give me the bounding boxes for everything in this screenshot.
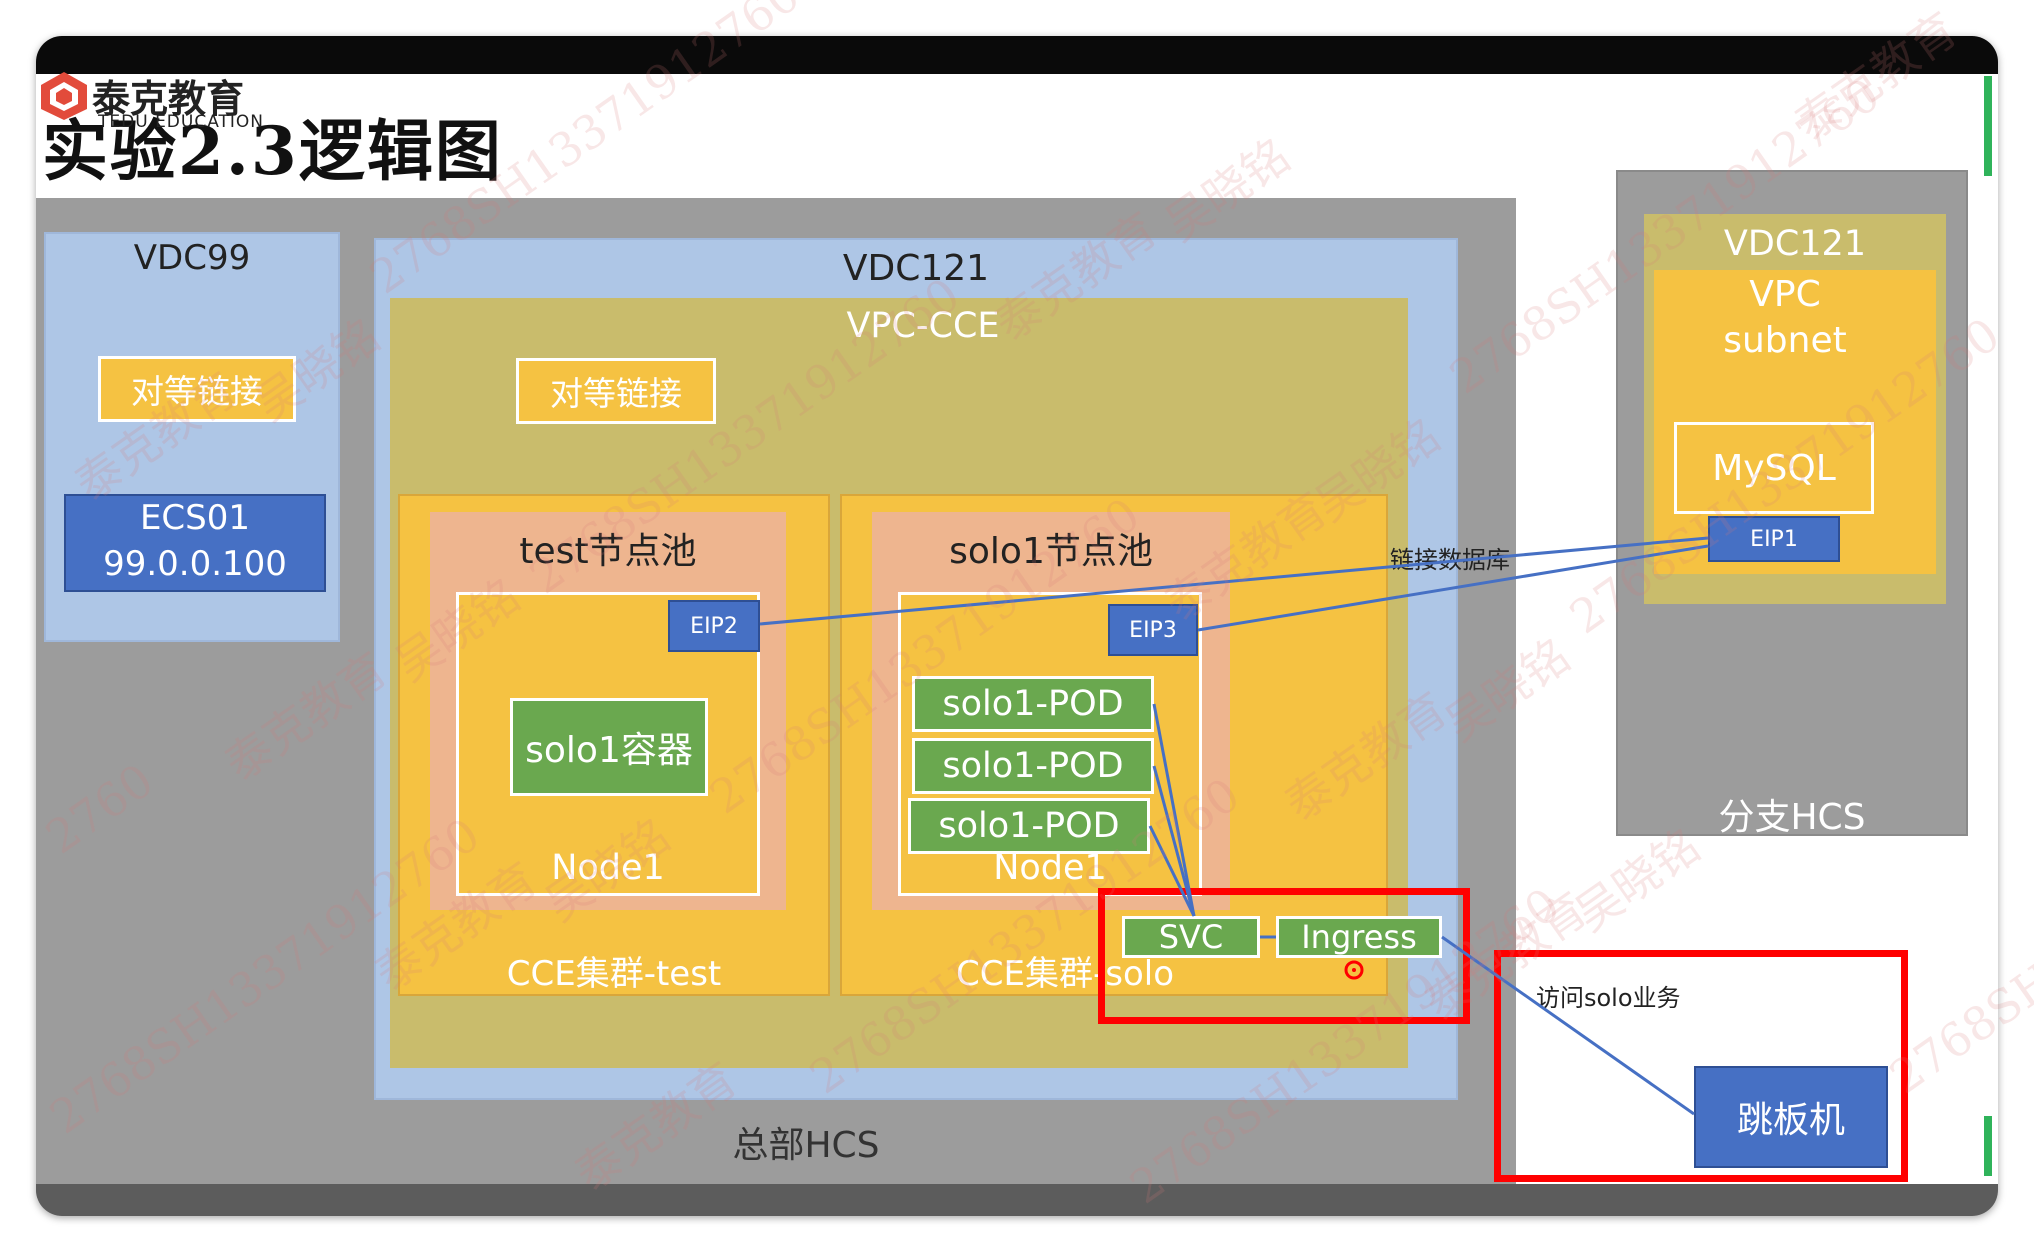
ecs01-ip: 99.0.0.100	[103, 544, 287, 584]
vdc99-peer-link: 对等链接	[98, 356, 296, 422]
window-top-bar	[36, 36, 1998, 74]
slide-title: 实验2.3逻辑图	[42, 112, 503, 190]
vpc-peer-link: 对等链接	[516, 358, 716, 424]
scroll-indicator	[1984, 76, 1992, 176]
connector-lines	[759, 536, 1709, 1116]
mysql-box: MySQL	[1674, 422, 1874, 514]
line-ingress-to-jumphost	[1441, 935, 1695, 1116]
slide-frame: 总部HCS VDC99 对等链接 ECS01 99.0.0.100 VDC121…	[36, 36, 1998, 1216]
ecs01-name: ECS01	[139, 498, 251, 538]
solo1-container: solo1容器	[510, 698, 708, 796]
line-eip2-to-eip1	[759, 536, 1709, 626]
jump-host-highlight	[1494, 950, 1908, 1182]
logo-text-en: TEDU EDUCATION	[98, 112, 265, 132]
line-eip3-to-eip1	[1197, 544, 1709, 632]
test-node1-label: Node1	[551, 848, 665, 888]
tedu-logo-icon	[41, 72, 87, 120]
eip3-badge: EIP3	[1108, 604, 1198, 656]
line-pod1-to-svc	[1152, 703, 1196, 917]
logo-text-cn: 泰克教育	[92, 76, 245, 121]
branch-hcs-label: 分支HCS	[1718, 797, 1866, 838]
svc-box: SVC	[1122, 916, 1260, 958]
ecs01-box	[64, 494, 326, 592]
line-pod2-to-svc	[1152, 765, 1196, 917]
line-pod3-to-svc	[1148, 825, 1196, 917]
hq-hcs-label: 总部HCS	[732, 1125, 880, 1166]
vpc-cce-label: VPC-CCE	[846, 306, 1000, 346]
cce-cluster-solo-label: CCE集群-solo	[956, 954, 1174, 994]
branch-subnet-label: subnet	[1723, 320, 1847, 361]
jump-host-box: 跳板机	[1694, 1066, 1888, 1168]
branch-vpc-label: VPC	[1749, 274, 1821, 315]
solo1-pod-3: solo1-POD	[908, 798, 1150, 854]
eip1-badge: EIP1	[1708, 516, 1840, 562]
ingress-box: Ingress	[1276, 916, 1442, 958]
solo1-pod-1: solo1-POD	[912, 676, 1154, 732]
solo1-node-pool-label: solo1节点池	[949, 531, 1153, 572]
cursor-dot	[1344, 960, 1364, 980]
window-bottom-bar	[36, 1184, 1998, 1216]
cce-cluster-test-label: CCE集群-test	[506, 954, 722, 994]
vdc121-label: VDC121	[842, 248, 990, 289]
scroll-indicator-bottom	[1984, 1116, 1992, 1176]
test-node-pool-label: test节点池	[519, 531, 697, 572]
cursor-dot-center	[1352, 968, 1356, 972]
vdc99-label: VDC99	[133, 238, 251, 278]
access-label: 访问solo业务	[1536, 984, 1681, 1012]
solo-node1-label: Node1	[993, 848, 1107, 888]
solo1-pod-2: solo1-POD	[912, 738, 1154, 794]
eip2-badge: EIP2	[668, 600, 760, 652]
branch-vdc121-label: VDC121	[1723, 224, 1867, 264]
